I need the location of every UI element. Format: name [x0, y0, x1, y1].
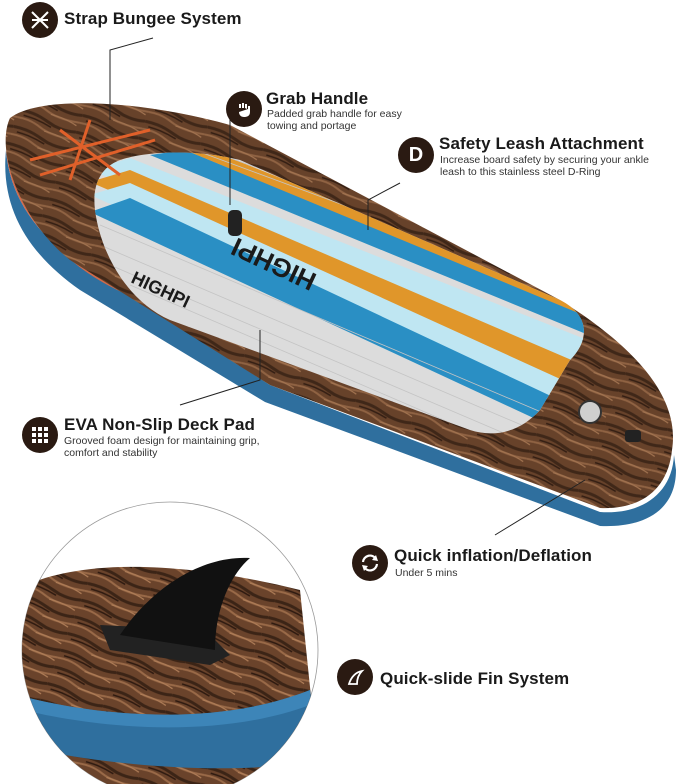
- hand-grab-icon: [226, 91, 262, 127]
- grab-handle-desc-2: towing and portage: [267, 120, 357, 132]
- fin-zoom-view: [21, 501, 319, 784]
- quick-inflation-title: Quick inflation/Deflation: [394, 546, 593, 565]
- fin-system-title: Quick-slide Fin System: [380, 669, 570, 688]
- bungee-straps: [29, 119, 156, 181]
- safety-leash-desc-1: Increase board safety by securing your a…: [440, 154, 649, 166]
- d-ring-icon: D: [398, 137, 434, 173]
- grab-handle-desc-1: Padded grab handle for easy: [267, 108, 402, 120]
- fin-blade: [120, 557, 250, 650]
- eva-deck-desc-1: Grooved foam design for maintaining grip…: [64, 435, 260, 447]
- crossed-straps-icon: [22, 2, 58, 38]
- grid-pad-icon: [22, 417, 58, 453]
- fin-icon: [337, 659, 373, 695]
- strap-bungee-title: Strap Bungee System: [64, 9, 242, 28]
- leader-lines: [109, 37, 586, 536]
- leash-d-ring: [625, 430, 641, 442]
- grab-handle-mark: [228, 210, 242, 236]
- eva-deck-desc-2: comfort and stability: [64, 447, 158, 459]
- eva-deck-title: EVA Non-Slip Deck Pad: [64, 415, 256, 434]
- deck-pad: HIGHPI: [94, 152, 584, 434]
- quick-inflation-desc: Under 5 mins: [395, 567, 458, 579]
- safety-leash-desc-2: leash to this stainless steel D-Ring: [440, 166, 601, 178]
- grab-handle-title: Grab Handle: [266, 89, 369, 108]
- cycle-arrows-icon: [352, 545, 388, 581]
- inflation-valve: [578, 400, 602, 424]
- safety-leash-title: Safety Leash Attachment: [439, 134, 644, 153]
